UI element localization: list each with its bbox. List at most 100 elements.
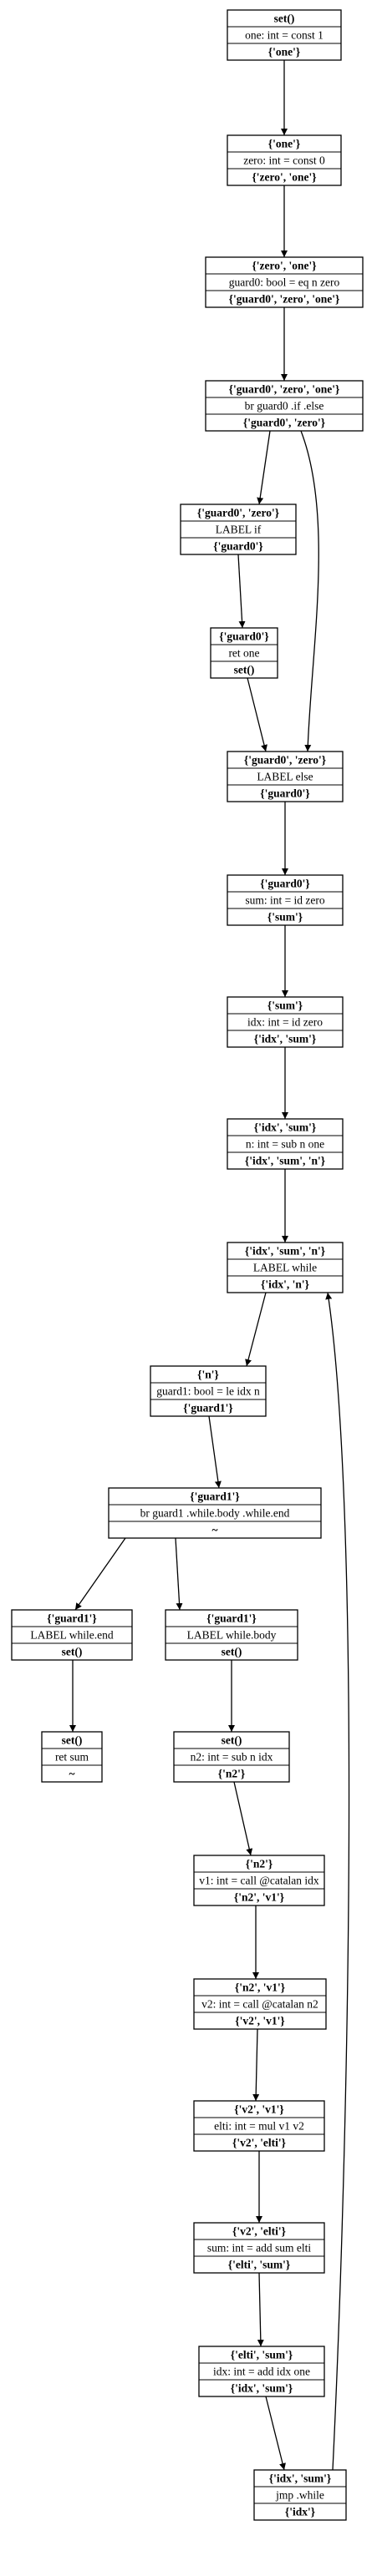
instruction-text: v2: int = call @catalan n2: [201, 1998, 318, 2011]
instruction-text: LABEL else: [257, 771, 313, 783]
live-in-set: {'elti', 'sum'}: [231, 2349, 293, 2361]
live-in-set: {'guard0'}: [219, 630, 268, 643]
cfg-node-n22: {'idx', 'sum'}jmp .while{'idx'}: [253, 2469, 347, 2521]
live-in-set: {'guard1'}: [47, 1612, 96, 1625]
node-box: [227, 874, 344, 926]
instruction-text: LABEL while.body: [187, 1629, 277, 1642]
instruction-text: zero: int = const 0: [243, 154, 325, 167]
live-out-set: {'n2'}: [218, 1768, 245, 1780]
cfg-node-n4: {'guard0', 'zero'}LABEL if{'guard0'}: [180, 504, 297, 555]
live-out-set: {'v2', 'v1'}: [235, 2015, 284, 2027]
cfg-node-n1: {'one'} zero: int = const 0 {'zero', 'one'…: [227, 134, 342, 186]
node-box: [193, 2222, 325, 2274]
live-out-set: {'guard0'}: [213, 540, 262, 553]
node-box: [11, 1609, 133, 1661]
cfg-node-n18: {'n2', 'v1'} v2: int = call @catalan n2 {'…: [193, 1978, 327, 2030]
instruction-text: elti: int = mul v1 v2: [214, 2120, 304, 2133]
cfg-edge-n4-n5: [237, 554, 246, 629]
instruction-text: idx: int = id zero: [247, 1016, 323, 1029]
live-in-set: {'one'}: [268, 138, 300, 150]
instruction-text: ret one: [228, 647, 259, 660]
node-box: [205, 256, 364, 308]
node-box: [210, 627, 278, 679]
cfg-node-n0: set()one: int = const 1{'one'}: [227, 9, 342, 61]
instruction-text: one: int = const 1: [245, 29, 324, 42]
cfg-edge-n5-n6: [247, 677, 267, 752]
cfg-edge-n22-n10: [325, 1292, 350, 2471]
cfg-node-n8: {'sum'}idx: int = id zero{'idx', 'sum'}: [227, 996, 344, 1048]
instruction-text: guard1: bool = le idx n: [156, 1385, 260, 1398]
live-in-set: {'guard0'}: [260, 878, 309, 890]
cfg-edge-n12-n13: [74, 1537, 126, 1611]
live-out-set: {'elti', 'sum'}: [228, 2259, 290, 2271]
instruction-text: LABEL while: [253, 1262, 317, 1274]
instruction-text: br guard1 .while.body .while.end: [140, 1507, 290, 1520]
live-in-set: set(): [222, 1734, 242, 1747]
live-in-set: {'idx', 'sum'}: [254, 1121, 316, 1134]
node-box: [41, 1731, 103, 1783]
node-box: [227, 1118, 344, 1170]
live-out-set: {'zero', 'one'}: [252, 171, 316, 184]
cfg-node-n9: {'idx', 'sum'} n: int = sub n one {'idx', …: [227, 1118, 344, 1170]
cfg-node-n17: {'n2'}v1: int = call @catalan idx{'n2', …: [193, 1855, 325, 1906]
cfg-edge-n3-n6: [300, 430, 319, 752]
node-box: [205, 380, 364, 432]
node-box: [227, 1242, 344, 1293]
cfg-node-n3: {'guard0', 'zero', 'one'} br guard0 .if .…: [205, 380, 364, 432]
instruction-text: guard0: bool = eq n zero: [229, 276, 340, 289]
live-in-set: {'guard0', 'zero'}: [197, 507, 279, 519]
node-box: [227, 9, 342, 61]
cfg-node-n15: {'guard1'} LABEL while.body set(): [165, 1609, 298, 1661]
live-out-set: {'idx'}: [285, 2506, 315, 2518]
instruction-text: n: int = sub n one: [246, 1138, 324, 1151]
node-box: [227, 996, 344, 1048]
live-in-set: {'guard1'}: [206, 1612, 256, 1625]
instruction-text: jmp .while: [275, 2489, 324, 2502]
node-box: [227, 134, 342, 186]
live-in-set: set(): [274, 13, 295, 25]
live-out-set: ~: [211, 1524, 217, 1536]
live-in-set: {'v2', 'elti'}: [232, 2225, 286, 2238]
cfg-edge-n21-n22: [265, 2396, 286, 2471]
node-box: [173, 1731, 290, 1783]
node-box: [165, 1609, 298, 1661]
live-out-set: {'v2', 'elti'}: [232, 2137, 286, 2149]
live-in-set: {'n2'}: [246, 1858, 273, 1870]
live-in-set: set(): [62, 1734, 83, 1747]
live-out-set: set(): [222, 1646, 242, 1658]
node-box: [227, 751, 344, 802]
instruction-text: br guard0 .if .else: [245, 400, 324, 412]
node-box: [253, 2469, 347, 2521]
cfg-node-n12: {'guard1'} br guard1 .while.body .while.e…: [108, 1487, 322, 1539]
live-out-set: {'idx', 'sum'}: [254, 1033, 316, 1045]
instruction-text: LABEL while.end: [30, 1629, 113, 1642]
live-out-set: {'idx', 'sum', 'n'}: [245, 1155, 325, 1167]
live-in-set: {'n'}: [197, 1369, 219, 1381]
live-in-set: {'v2', 'v1'}: [234, 2103, 283, 2116]
live-out-set: {'sum'}: [267, 911, 303, 924]
cfg-node-n7: {'guard0'} sum: int = id zero {'sum'}: [227, 874, 344, 926]
live-in-set: {'guard0', 'zero', 'one'}: [229, 383, 340, 396]
instruction-text: sum: int = add sum elti: [207, 2242, 311, 2255]
live-in-set: {'guard1'}: [190, 1490, 239, 1503]
instruction-text: idx: int = add idx one: [213, 2366, 310, 2378]
node-box: [108, 1487, 322, 1539]
cfg-edge-n18-n19: [252, 2028, 260, 2102]
node-box: [193, 1855, 325, 1906]
cfg-node-n11: {'n'}guard1: bool = le idx n{'guard1'}: [150, 1365, 267, 1417]
node-box: [193, 2100, 325, 2152]
instruction-text: sum: int = id zero: [245, 894, 325, 907]
cfg-node-n21: {'elti', 'sum'}idx: int = add idx one{'i…: [198, 2346, 325, 2397]
cfg-node-n19: {'v2', 'v1'} elti: int = mul v1 v2 {'v2', …: [193, 2100, 325, 2152]
live-in-set: {'guard0', 'zero'}: [244, 754, 326, 767]
cfg-node-n2: {'zero', 'one'}guard0: bool = eq n zero{…: [205, 256, 364, 308]
node-box: [180, 504, 297, 555]
live-out-set: {'guard0', 'zero'}: [243, 417, 325, 429]
live-out-set: {'guard0', 'zero', 'one'}: [229, 293, 340, 306]
cfg-node-n14: set()ret sum~: [41, 1731, 103, 1783]
live-out-set: ~: [69, 1768, 74, 1780]
live-in-set: {'n2', 'v1'}: [235, 1981, 285, 1994]
